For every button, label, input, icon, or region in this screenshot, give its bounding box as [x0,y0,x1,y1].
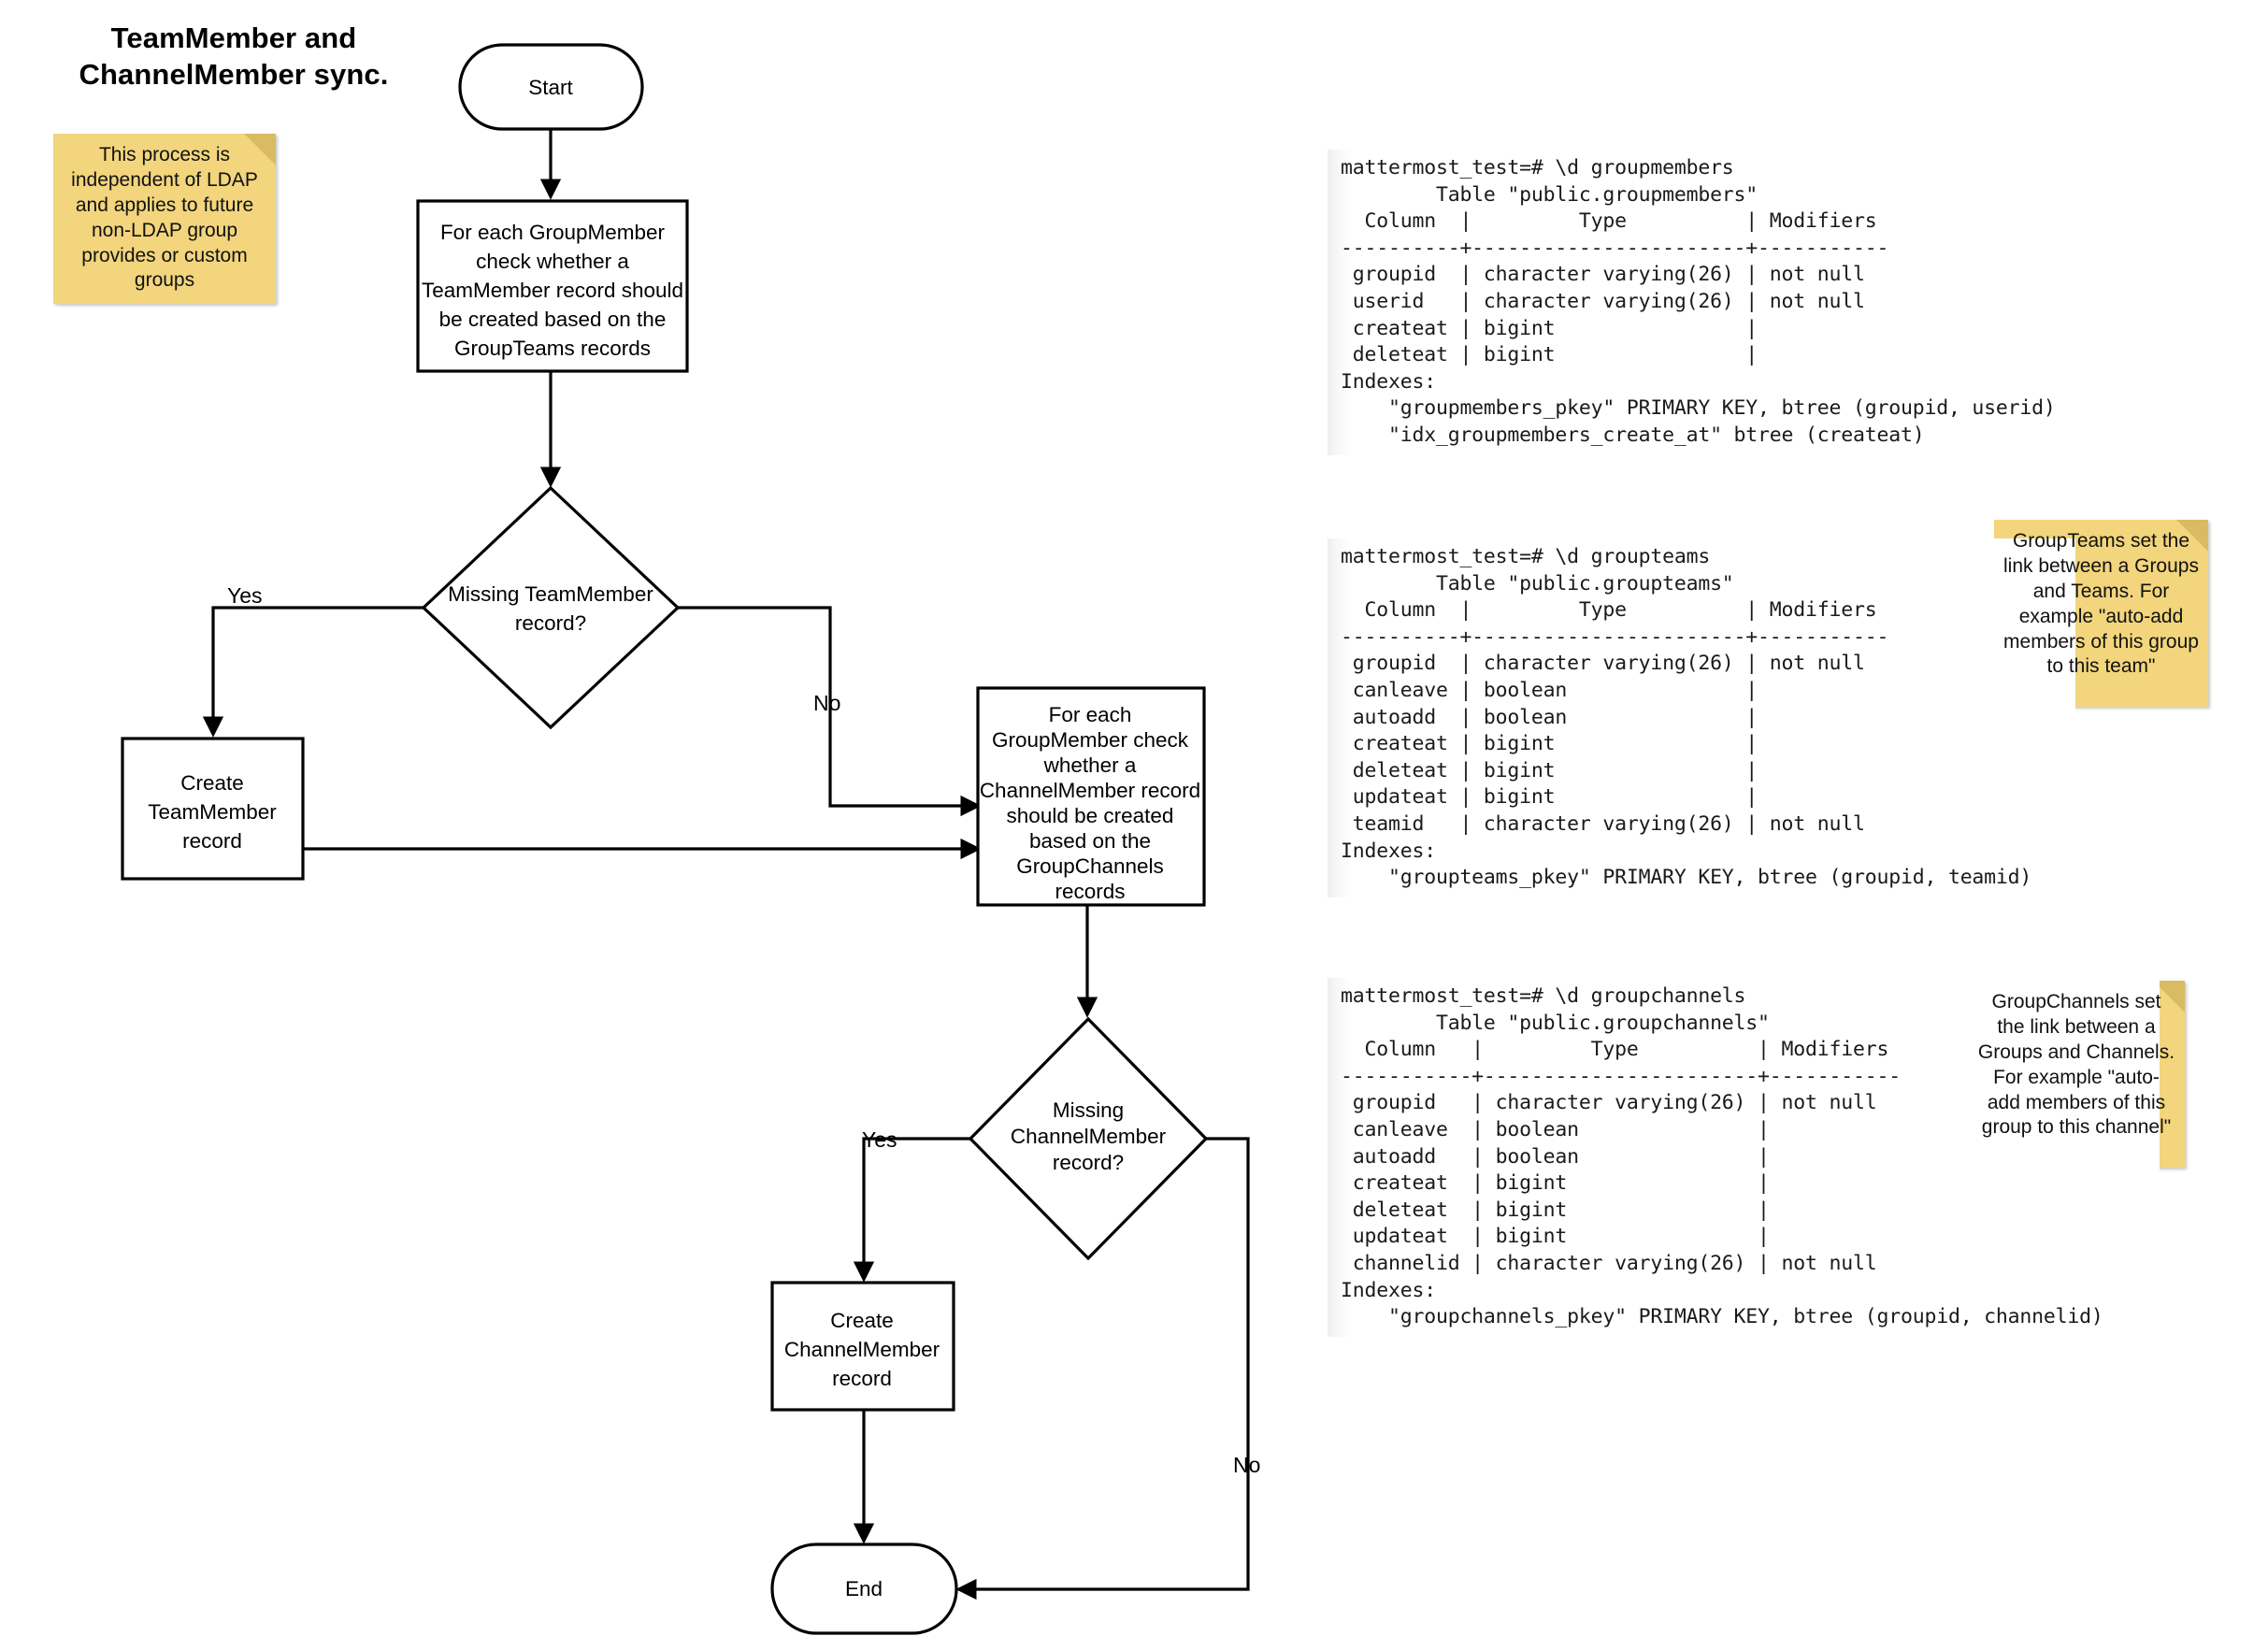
node-process-team-line-3: TeamMember record should [422,279,683,302]
node-process-team-line-5: GroupTeams records [454,337,651,360]
node-decision-channel-line-3: record? [1053,1151,1124,1174]
sticky-note-groupchannels: GroupChannels set the link between a Gro… [1968,981,2185,1168]
node-create-channelmember[interactable]: Create ChannelMember record [770,1281,955,1412]
node-create-channel-line-3: record [832,1367,892,1390]
node-process-channel-line-5: should be created [1007,804,1174,827]
sticky-note-groupteams: GroupTeams set the link between a Groups… [1994,520,2208,707]
node-process-channel-line-3: whether a [1043,753,1137,777]
page-title-line-1: TeamMember and [110,22,357,54]
node-start[interactable]: Start [458,43,644,131]
node-decision-missing-teammember[interactable]: Missing TeamMember record? [421,485,681,730]
node-create-channel-line-2: ChannelMember [784,1338,940,1361]
node-create-team-line-1: Create [180,771,244,795]
edge-label-team-no: No [813,691,840,715]
flowchart: Start For each GroupMember check whether… [121,43,1260,1635]
edge-label-channel-yes: Yes [862,1127,897,1152]
node-process-channel-line-4: ChannelMember record [980,779,1200,802]
node-end[interactable]: End [770,1543,958,1635]
node-process-team-line-4: be created based on the [439,308,667,331]
terminal-output-groupteams: mattermost_test=# \d groupteams Table "p… [1328,538,2075,897]
node-end-label: End [845,1577,883,1600]
node-process-channel-line-8: records [1055,880,1125,903]
edge-decision-channel-yes [853,1137,970,1283]
sticky-note-ldap: This process is independent of LDAP and … [53,134,276,304]
node-decision-team-line-2: record? [515,611,586,635]
edge-decision-team-no [678,606,982,817]
terminal-output-groupchannels: mattermost_test=# \d groupchannels Table… [1328,978,2160,1337]
node-process-channel-line-7: GroupChannels [1016,854,1164,878]
terminal-output-groupmembers: mattermost_test=# \d groupmembers Table … [1328,150,2075,455]
page-title-line-2: ChannelMember sync. [79,57,389,91]
node-process-channel-line-1: For each [1049,703,1132,726]
node-create-channel-line-1: Create [830,1309,894,1332]
node-create-team-line-3: record [182,829,242,853]
sticky-note-ldap-text: This process is independent of LDAP and … [71,144,258,292]
node-process-channel-check[interactable]: For each GroupMember check whether a Cha… [976,686,1206,907]
node-process-channel-line-2: GroupMember check [992,728,1189,752]
node-create-teammember[interactable]: Create TeamMember record [121,737,305,881]
edge-decision-team-yes [202,606,423,738]
node-process-team-check[interactable]: For each GroupMember check whether a Tea… [416,199,689,373]
node-decision-channel-line-2: ChannelMember [1011,1125,1167,1148]
node-start-label: Start [528,76,573,99]
node-decision-channel-line-1: Missing [1053,1098,1124,1122]
sticky-note-groupteams-text: GroupTeams set the link between a Groups… [2003,530,2199,678]
node-process-channel-line-6: based on the [1029,829,1151,853]
node-decision-missing-channelmember[interactable]: Missing ChannelMember record? [968,1016,1209,1261]
edge-decision-channel-no [955,1137,1250,1600]
edge-label-team-yes: Yes [227,583,263,608]
sticky-note-groupchannels-text: GroupChannels set the link between a Gro… [1977,991,2175,1139]
node-create-team-line-2: TeamMember [148,800,277,824]
node-decision-team-line-1: Missing TeamMember [448,582,653,606]
page-title: TeamMember and ChannelMember sync. [56,21,411,93]
node-process-team-line-2: check whether a [476,250,629,273]
node-process-team-line-1: For each GroupMember [440,221,666,244]
edge-label-channel-no: No [1233,1453,1260,1477]
